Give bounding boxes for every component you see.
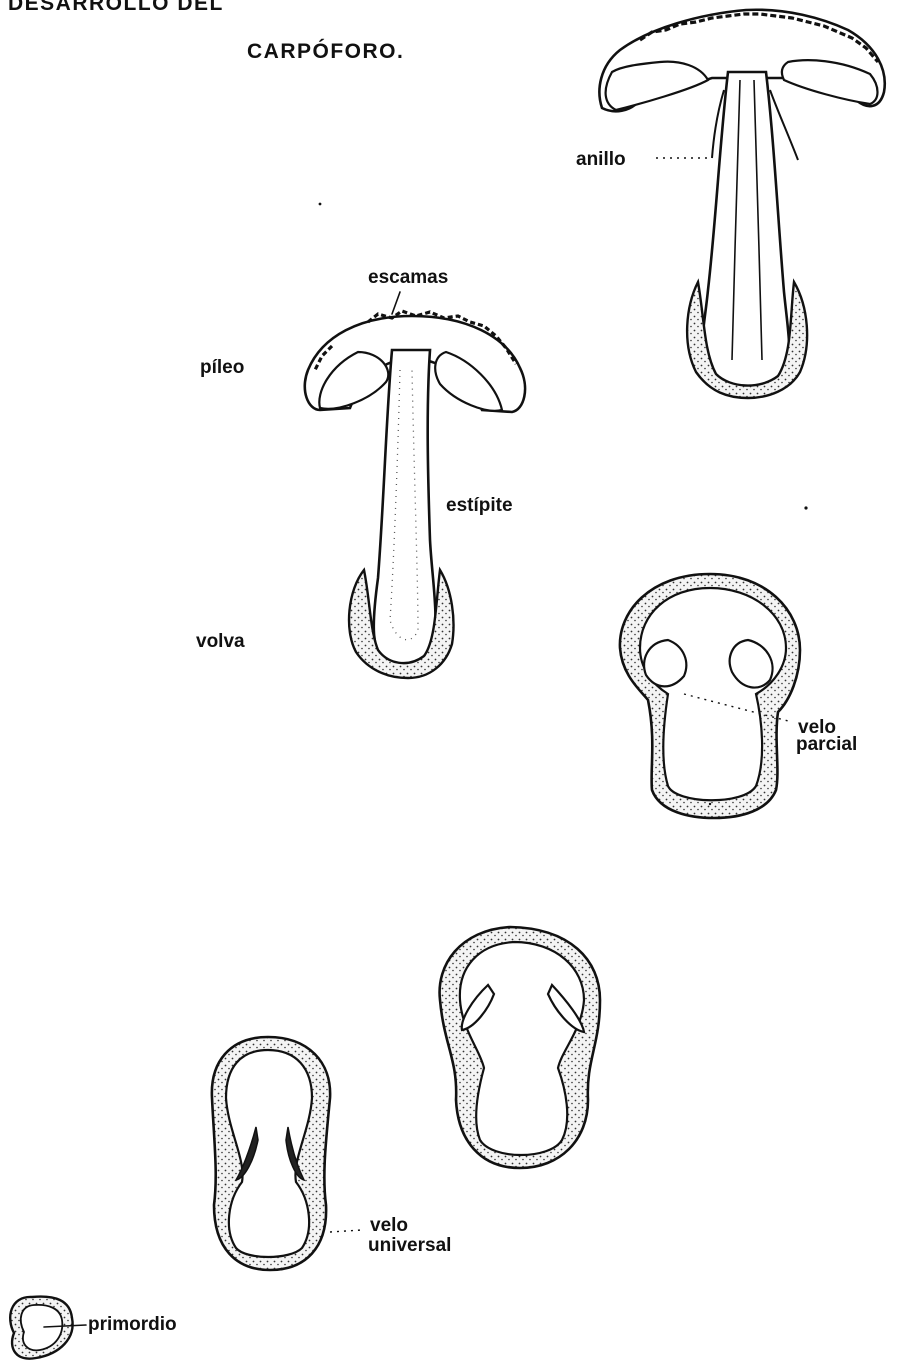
escamas-leader (392, 292, 400, 314)
label-primordio: primordio (88, 1315, 177, 1334)
partial-veil-gill-left (644, 640, 686, 686)
speck-1 (319, 203, 322, 206)
universal-veil-stage-drawing (212, 1037, 362, 1270)
label-velo-universal-line1: velo (370, 1216, 408, 1235)
label-anillo: anillo (576, 150, 626, 169)
stage-3-cavity (460, 942, 584, 1155)
young-stipe (374, 350, 436, 672)
mature-stipe (702, 72, 790, 391)
speck-3 (709, 803, 711, 805)
label-pileo: píleo (200, 358, 244, 377)
velo-universal-leader (330, 1230, 362, 1232)
label-escamas: escamas (368, 268, 448, 287)
primordium-drawing (10, 1297, 86, 1359)
mature-gill-left (606, 62, 708, 110)
partial-veil-stage-drawing (620, 574, 800, 818)
universal-veil-cavity (226, 1050, 312, 1257)
young-carpophore-drawing (305, 292, 525, 678)
label-volva: volva (196, 632, 245, 651)
stage-3-drawing (440, 927, 600, 1168)
speck-2 (804, 506, 807, 509)
mature-carpophore-drawing (599, 10, 884, 398)
label-velo-parcial-line2: parcial (796, 735, 857, 754)
label-estipite: estípite (446, 496, 513, 515)
label-velo-universal-line2: universal (368, 1236, 451, 1255)
